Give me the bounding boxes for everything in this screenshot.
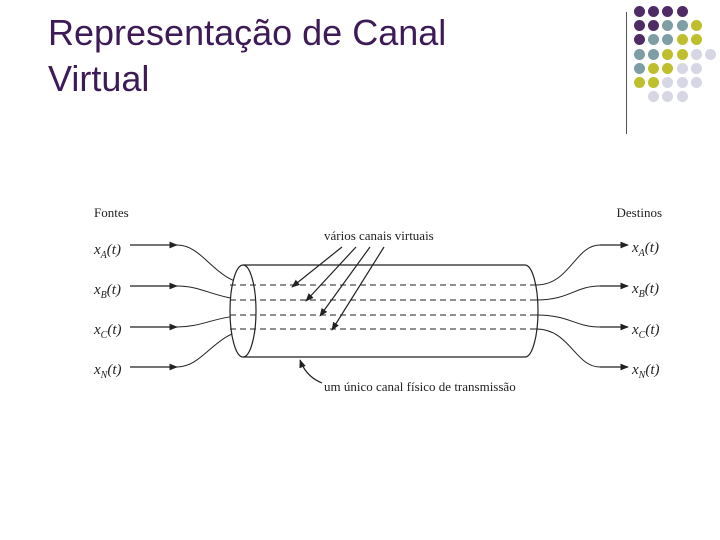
output-curve-a	[535, 244, 601, 286]
source-label-n: xN(t)	[93, 362, 122, 381]
decorative-dot	[634, 6, 645, 17]
decorative-dot	[676, 34, 688, 46]
decorative-dot	[662, 48, 674, 60]
pointer-arrow-4	[331, 246, 385, 331]
decorative-dot	[648, 6, 660, 17]
source-label-c: xC(t)	[93, 322, 122, 341]
destination-label-n: xN(t)	[631, 362, 660, 381]
decorative-dot	[676, 6, 688, 17]
output-curves	[535, 244, 601, 368]
decorative-dot-grid	[634, 6, 720, 118]
cylinder-right-end	[524, 264, 539, 358]
decorative-dot	[648, 77, 660, 88]
decorative-dot	[648, 48, 660, 60]
source-label-b: xB(t)	[93, 282, 121, 301]
destination-label-a: xA(t)	[631, 240, 659, 259]
slide-title: Representação de Canal Virtual	[48, 10, 446, 102]
pointer-arrow-2	[305, 246, 357, 302]
pointer-arrow-3	[319, 246, 371, 317]
decorative-dot	[676, 62, 688, 74]
decorative-dot	[648, 91, 660, 103]
decorative-dot	[705, 48, 716, 60]
virtual-channel-pointers	[291, 246, 385, 331]
source-labels: xA(t) xB(t) xC(t) xN(t)	[93, 242, 122, 381]
decorative-dot	[634, 34, 645, 46]
destination-labels: xA(t) xB(t) xC(t) xN(t)	[631, 240, 660, 381]
decorative-dot	[662, 91, 674, 103]
decorative-dot	[662, 6, 674, 17]
physical-channel-annotation: um único canal físico de transmissão	[324, 379, 516, 394]
decorative-dot	[648, 34, 660, 46]
output-arrows	[600, 241, 629, 371]
decorative-dot	[634, 20, 645, 32]
decorative-dot	[662, 77, 674, 88]
decorative-divider	[626, 12, 627, 134]
output-curve-n	[535, 328, 601, 368]
output-curve-b	[535, 285, 601, 301]
physical-channel-pointer	[299, 359, 323, 384]
decorative-dot	[690, 20, 702, 32]
decorative-dot	[676, 77, 688, 88]
decorative-dot	[634, 77, 645, 88]
decorative-dot	[676, 91, 688, 103]
physical-channel-cylinder	[229, 264, 539, 358]
input-arrows	[130, 241, 178, 371]
decorative-dot	[676, 48, 688, 60]
decorative-dot	[662, 34, 674, 46]
pointer-arrow-1	[291, 246, 343, 288]
decorative-dot	[662, 20, 674, 32]
sources-header: Fontes	[94, 205, 129, 220]
decorative-dot	[648, 62, 660, 74]
decorative-dot	[676, 20, 688, 32]
virtual-channels-annotation: vários canais virtuais	[324, 228, 434, 243]
destinations-header: Destinos	[617, 205, 663, 220]
decorative-dot	[662, 62, 674, 74]
destination-label-c: xC(t)	[631, 322, 660, 341]
decorative-dot	[634, 62, 645, 74]
slide-title-line1: Representação de Canal	[48, 12, 447, 53]
virtual-channel-diagram: Fontes Destinos xA(t) xB(t) xC(t) xN(t) …	[93, 205, 663, 394]
cylinder-left-end	[229, 264, 257, 358]
source-label-a: xA(t)	[93, 242, 121, 261]
decorative-dot	[634, 48, 645, 60]
destination-label-b: xB(t)	[631, 281, 659, 300]
virtual-channel-lines	[230, 284, 536, 330]
decorative-dot	[648, 20, 660, 32]
decorative-dot	[690, 34, 702, 46]
decorative-dot	[690, 48, 702, 60]
output-curve-c	[535, 314, 601, 328]
slide-title-line2: Virtual	[48, 58, 150, 99]
decorative-dot	[690, 62, 702, 74]
decorative-dot	[690, 77, 702, 88]
cylinder-body	[243, 264, 525, 358]
